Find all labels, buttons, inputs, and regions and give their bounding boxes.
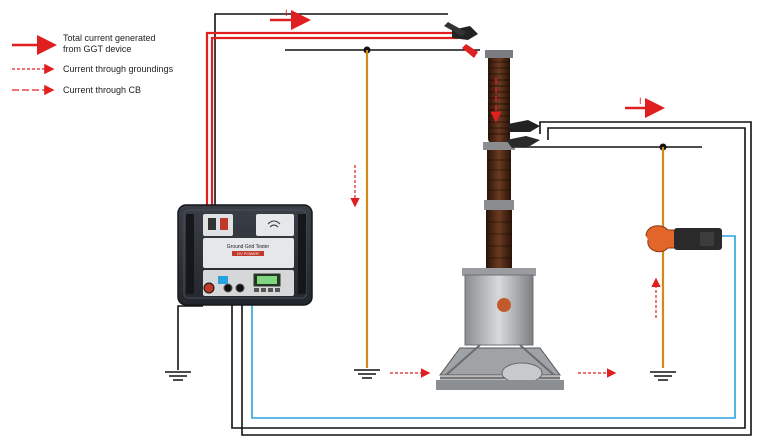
current-label-right: I [639,96,642,106]
device-model-title: Ground Grid Tester [227,244,270,250]
crocodile-clip-icon [506,120,540,148]
current-label-top: I [285,8,288,18]
crocodile-clip-icon [444,22,478,58]
device-ground-lead [177,305,203,370]
legend-text-total-line1: Total current generated [63,33,156,43]
legend-item-total-current: Total current generated from GGT device [12,33,156,55]
output-terminal-black [223,283,233,293]
device-brand-label: DV POWER [237,251,259,256]
black-return-wires [214,13,752,436]
legend-item-cb: Current through CB [12,84,141,96]
ground-symbol-icon [354,369,380,379]
legend-text-groundings: Current through groundings [63,64,174,74]
wifi-icon [267,220,281,228]
output-terminal-black [235,283,245,293]
red-current-wires [205,31,458,270]
ground-symbol-icon [165,371,191,381]
legend-item-groundings: Current through groundings [12,63,174,75]
current-arrow-top: I [270,8,311,30]
output-terminal-red [203,282,215,294]
current-clamp-icon [645,225,722,253]
circuit-breaker [436,50,564,390]
legend: Total current generated from GGT device … [12,33,174,96]
current-arrow-right: I [625,96,665,118]
ggt-device: Ground Grid Tester DV POWER [177,204,313,306]
legend-text-total-line2: from GGT device [63,44,131,54]
ground-symbol-icon [650,371,676,381]
legend-text-cb: Current through CB [63,85,141,95]
